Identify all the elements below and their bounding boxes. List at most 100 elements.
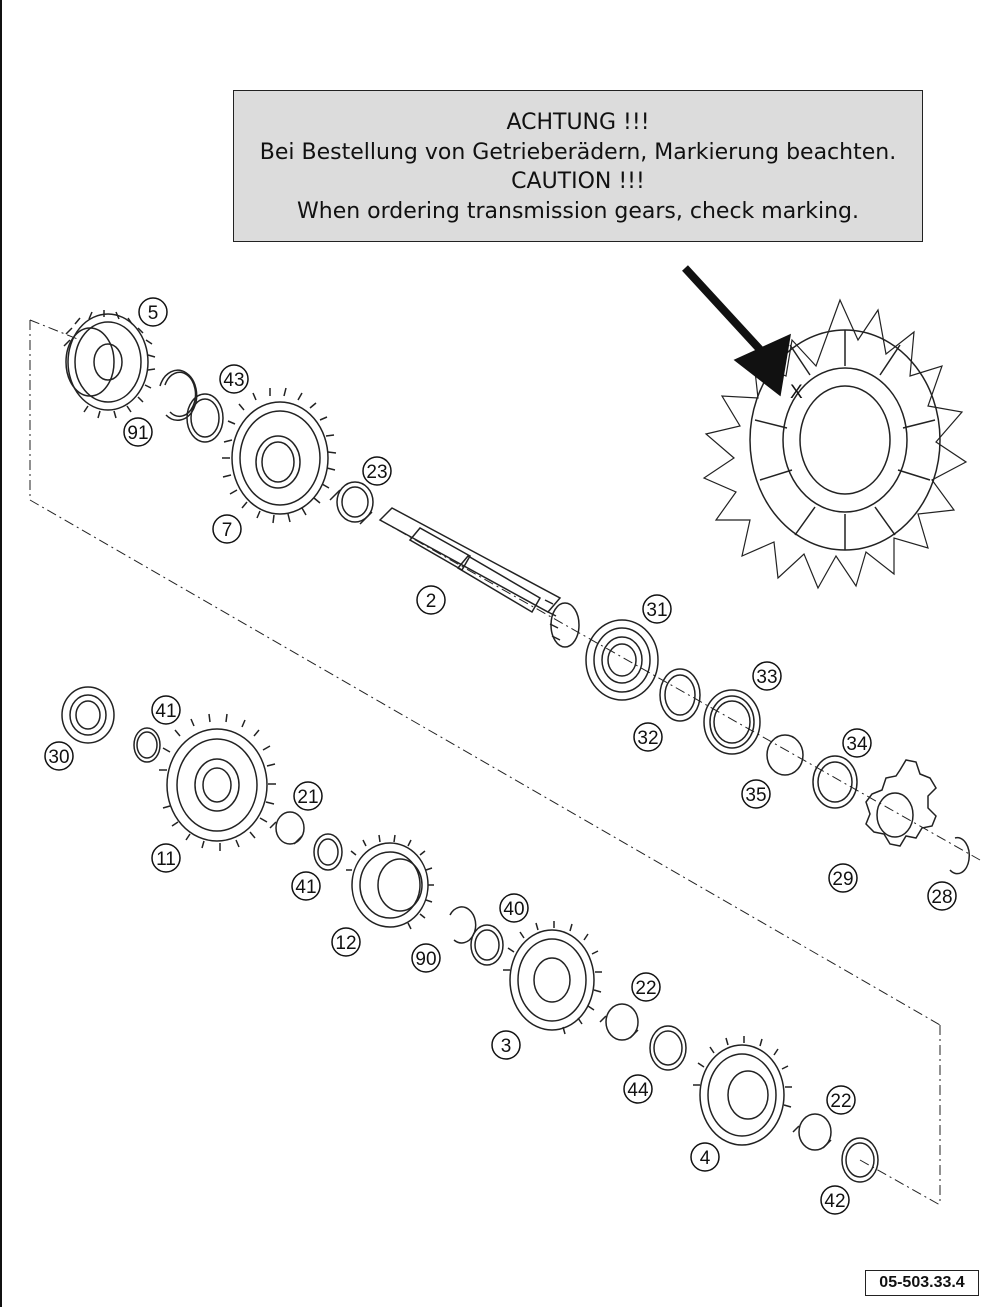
gear-5-part: [63, 310, 156, 419]
callout-number: 32: [637, 728, 658, 749]
marked-gear-detail: [702, 298, 968, 590]
callout-circle: [752, 661, 782, 691]
callout-circle: [331, 927, 361, 957]
gear-12-part: [346, 834, 434, 930]
callout-number: 22: [635, 978, 656, 999]
callout-number: 29: [832, 869, 853, 890]
callout-circle: [219, 364, 249, 394]
callout-number: 34: [846, 734, 868, 755]
callout-35: 35: [741, 779, 771, 809]
notice-line-german: Bei Bestellung von Getrieberädern, Marki…: [259, 139, 897, 165]
gear-4-part: [693, 1036, 792, 1146]
bearing-31-part: [585, 619, 659, 701]
callout-circle: [362, 456, 392, 486]
callout-number: 4: [700, 1148, 711, 1169]
callout-circle: [291, 871, 321, 901]
callout-28: 28: [927, 881, 957, 911]
callout-42: 42: [820, 1185, 850, 1215]
callout-circle: [499, 893, 529, 923]
notice-line-achtung: ACHTUNG !!!: [506, 110, 650, 135]
callout-3: 3: [491, 1030, 521, 1060]
bushing-22b-part: [792, 1113, 832, 1151]
gear-11-part: [159, 713, 276, 851]
marking-arrow: [682, 265, 791, 397]
callout-90: 90: [411, 943, 441, 973]
snap-ring-90-part: [449, 906, 477, 944]
callout-number: 31: [646, 600, 667, 621]
washer-40-part: [470, 924, 504, 966]
callout-circle: [828, 863, 858, 893]
assembly-axis-frame: [29, 319, 981, 1206]
callout-43: 43: [219, 364, 249, 394]
callout-2: 2: [416, 585, 446, 615]
callout-number: 30: [48, 747, 69, 768]
callout-11: 11: [151, 843, 181, 873]
callout-number: 33: [756, 667, 777, 688]
callout-number: 21: [297, 787, 318, 808]
callout-circle: [44, 741, 74, 771]
callout-circle: [293, 781, 323, 811]
callout-circle: [411, 943, 441, 973]
callout-30: 30: [44, 741, 74, 771]
callout-91: 91: [123, 417, 153, 447]
callout-23: 23: [362, 456, 392, 486]
callout-circle: [491, 1030, 521, 1060]
reference-code-box: 05-503.33.4: [865, 1270, 979, 1296]
o-ring-35-part: [766, 734, 804, 776]
callout-number: 41: [155, 701, 176, 722]
page-border-line: [0, 0, 2, 1307]
callout-circle: [151, 695, 181, 725]
callout-number: 3: [501, 1036, 512, 1057]
callout-number: 41: [295, 877, 316, 898]
callout-number: 7: [222, 520, 233, 541]
callout-33: 33: [752, 661, 782, 691]
callout-number: 42: [824, 1191, 845, 1212]
callout-circle: [151, 843, 181, 873]
washer-41b-part: [313, 833, 343, 871]
washer-42-part: [841, 1137, 879, 1183]
callout-5: 5: [138, 297, 168, 327]
callout-circle: [927, 881, 957, 911]
gear-3-part: [503, 921, 602, 1035]
callout-number: 91: [127, 423, 148, 444]
callout-circle: [820, 1185, 850, 1215]
snap-ring-91-part: [159, 369, 198, 421]
callout-number: 43: [223, 370, 244, 391]
callout-number: 11: [156, 849, 176, 870]
washer-32-part: [659, 668, 701, 722]
callout-29: 29: [828, 863, 858, 893]
callout-44: 44: [623, 1074, 653, 1104]
washer-44-part: [649, 1025, 687, 1071]
callout-circle: [826, 1085, 856, 1115]
callout-number: 12: [335, 933, 356, 954]
notice-line-caution: CAUTION !!!: [511, 169, 645, 194]
callout-number: 23: [366, 462, 387, 483]
callout-number: 2: [426, 591, 437, 612]
callout-circle: [416, 585, 446, 615]
callout-41: 41: [151, 695, 181, 725]
callout-circle: [842, 728, 872, 758]
snap-ring-28-part: [949, 836, 970, 875]
callout-31: 31: [642, 594, 672, 624]
callout-circle: [138, 297, 168, 327]
callout-41: 41: [291, 871, 321, 901]
callout-number: 40: [503, 899, 524, 920]
callout-number: 22: [830, 1091, 851, 1112]
caution-notice-box: ACHTUNG !!! Bei Bestellung von Getrieber…: [233, 90, 923, 242]
callout-circle: [690, 1142, 720, 1172]
callout-circle: [631, 972, 661, 1002]
callout-circle: [633, 722, 663, 752]
callout-number: 28: [931, 887, 952, 908]
seal-33-part: [703, 689, 761, 755]
callout-circle: [741, 779, 771, 809]
callout-circle: [123, 417, 153, 447]
shaft-2-part: [378, 507, 580, 648]
callout-21: 21: [293, 781, 323, 811]
callout-number: 35: [745, 785, 766, 806]
callout-34: 34: [842, 728, 872, 758]
callout-number: 5: [148, 303, 159, 324]
callout-circle: [623, 1074, 653, 1104]
bushing-34-part: [812, 755, 858, 809]
